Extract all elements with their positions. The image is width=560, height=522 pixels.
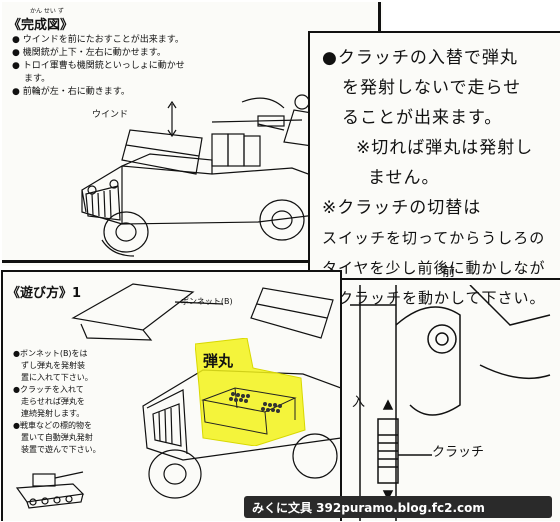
play-instructions: ●ボンネット(B)をは ずし弾丸を発射装 置に入れて下さい。 ●クラッチを入れて… bbox=[13, 348, 113, 456]
clutch-label: クラッチ bbox=[432, 445, 485, 460]
instruction-line: ずし弾丸を発射装 bbox=[21, 361, 85, 370]
clutch-mechanism-diagram bbox=[350, 285, 551, 521]
feature-text: 前輪が左・右に動きます。 bbox=[22, 87, 130, 97]
instruction-line: 装置で遊んで下さい。 bbox=[21, 445, 101, 454]
divider bbox=[310, 278, 560, 280]
panel-title: 《完成図》 bbox=[8, 18, 74, 33]
text-line: ません。 bbox=[368, 168, 440, 188]
feature-item: ます。 bbox=[12, 73, 272, 86]
on-label: 入 bbox=[352, 395, 366, 410]
feature-item: ● ウインドを前にたおすことが出来ます。 bbox=[12, 35, 184, 45]
text-line: ※クラッチの切替は bbox=[322, 198, 482, 218]
text-line: らクラッチを動かして下さい。 bbox=[322, 289, 546, 307]
instruction-line: 走らせれば弾丸を bbox=[21, 397, 85, 406]
watermark-text: みくに文具 392puramo.blog.fc2.com bbox=[252, 501, 485, 515]
text-line: ※切れば弾丸は発射し bbox=[356, 138, 534, 158]
text-line: スイッチを切ってからうしろの bbox=[322, 229, 546, 247]
feature-item: ● 前輪が左・右に動きます。 bbox=[12, 87, 130, 97]
panel-border-bottom bbox=[2, 260, 380, 263]
bullet-highlight bbox=[195, 338, 306, 446]
text-line: を発射しないで走らせ bbox=[342, 78, 522, 98]
title-furigana: かん せい ず bbox=[30, 8, 64, 15]
instruction-line: ●クラッチを入れて bbox=[13, 385, 84, 394]
instruction-line: 連続発射します。 bbox=[21, 409, 85, 418]
feature-item: ● 機関銃が上下・左右に動かせます。 bbox=[12, 48, 166, 58]
feature-text: トロイ軍曹も機関銃といっしょに動かせ bbox=[22, 61, 185, 71]
feature-text: ます。 bbox=[24, 74, 51, 84]
panel-title: 《遊び方》1 bbox=[7, 286, 82, 301]
feature-text: ウインドを前にたおすことが出来ます。 bbox=[22, 35, 184, 45]
instruction-line: 置に入れて下さい。 bbox=[21, 373, 93, 382]
tank-target-illustration bbox=[15, 471, 85, 509]
text-line: ●クラッチの入替で弾丸 bbox=[322, 48, 518, 68]
bonnet-label: ボンネット(B) bbox=[181, 297, 233, 306]
bullet-label: 弾丸 bbox=[203, 352, 234, 370]
text-line: ることが出来ます。 bbox=[342, 108, 503, 128]
text-line: タイヤを少し前後に動かしなが bbox=[322, 259, 546, 277]
instruction-line: ●戦車などの標的物を bbox=[13, 421, 92, 430]
instruction-line: 置いて自動弾丸発射 bbox=[21, 433, 93, 442]
clutch-instructions-panel: ●クラッチの入替で弾丸 を発射しないで走らせ ることが出来ます。 ※切れば弾丸は… bbox=[308, 31, 560, 521]
jeep-illustration bbox=[81, 94, 331, 257]
watermark: みくに文具 392puramo.blog.fc2.com bbox=[244, 496, 552, 518]
front-label: 前 bbox=[442, 265, 456, 280]
feature-text: 機関銃が上下・左右に動かせます。 bbox=[22, 48, 166, 58]
feature-list: ● ウインドを前にたおすことが出来ます。 ● 機関銃が上下・左右に動かせます。 … bbox=[12, 34, 272, 99]
clutch-text-block: ●クラッチの入替で弾丸 を発射しないで走らせ ることが出来ます。 ※切れば弾丸は… bbox=[322, 43, 560, 313]
instruction-line: ●ボンネット(B)をは bbox=[13, 349, 88, 358]
how-to-play-panel: 《遊び方》1 ボンネット(B) ●ボンネット(B)をは ずし弾丸を発射装 置に入… bbox=[1, 270, 342, 521]
wind-label: ウインド bbox=[92, 110, 129, 120]
feature-item: ● トロイ軍曹も機関銃といっしょに動かせ bbox=[12, 61, 185, 71]
